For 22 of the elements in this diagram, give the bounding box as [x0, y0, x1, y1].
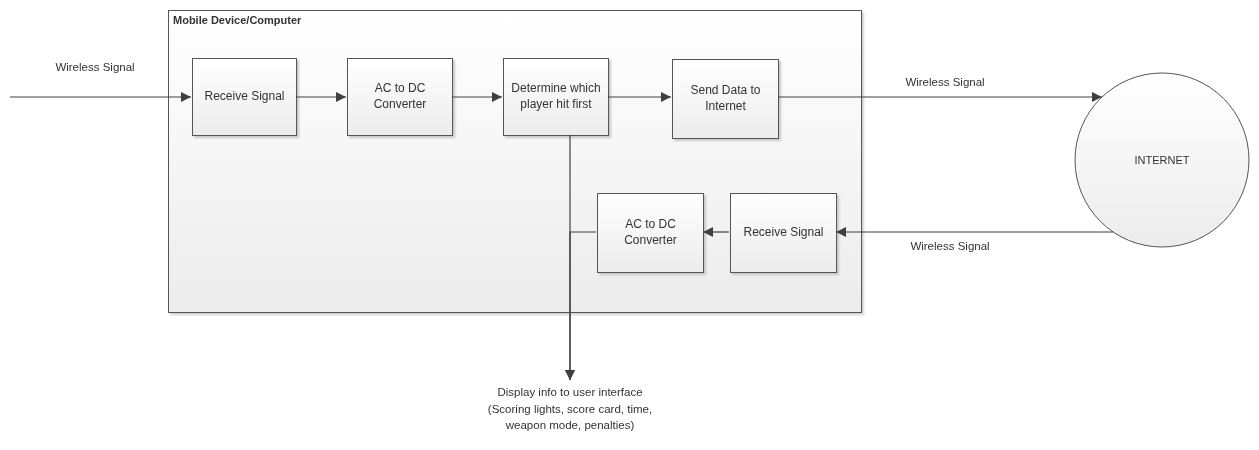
edge-label: Wireless Signal [903, 76, 987, 88]
process-box: Receive Signal [192, 58, 297, 136]
arrow [565, 231, 597, 381]
arrow [9, 92, 192, 102]
process-box: Receive Signal [730, 193, 837, 273]
edge-label: Wireless Signal [908, 240, 992, 252]
arrow [835, 227, 1114, 237]
arrow [702, 227, 730, 237]
output-note: Display info to user interface [496, 385, 644, 400]
process-box: AC to DC Converter [347, 58, 453, 136]
arrow [607, 92, 672, 102]
internet-circle: INTERNET [1075, 73, 1249, 247]
process-box: AC to DC Converter [597, 193, 704, 273]
process-box: Send Data to Internet [672, 59, 779, 139]
arrow [451, 92, 503, 102]
edge-label: Wireless Signal [53, 61, 137, 73]
arrow [777, 92, 1103, 102]
panel-title: Mobile Device/Computer [173, 14, 302, 26]
process-box: Determine which player hit first [503, 58, 609, 136]
arrow [295, 92, 347, 102]
device-panel [168, 10, 862, 313]
output-note: (Scoring lights, score card, time, weapon mode, penalties) [486, 401, 654, 434]
